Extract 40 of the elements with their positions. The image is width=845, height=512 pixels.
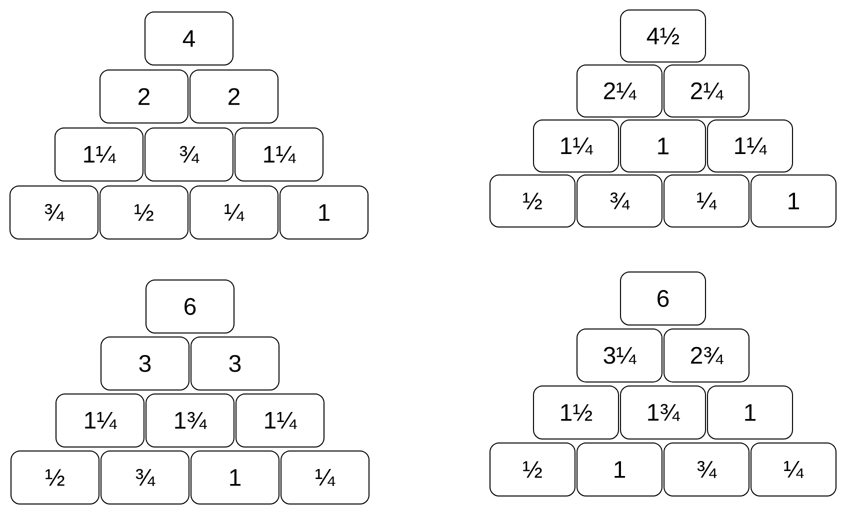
number-box: 6	[146, 280, 234, 334]
number-box: 1¼	[54, 128, 144, 182]
number-box: ½	[490, 174, 576, 228]
number-box: ½	[100, 186, 188, 240]
number-box: 1	[576, 442, 662, 496]
number-box: ¾	[576, 174, 662, 228]
number-box: 1¼	[234, 128, 324, 182]
number-box: 4½	[620, 10, 706, 62]
number-box: 2¼	[664, 64, 750, 118]
number-box: ¾	[10, 186, 98, 240]
number-box: 2	[100, 70, 188, 124]
number-box: 1¼	[533, 120, 619, 172]
number-box: 1	[190, 450, 280, 504]
number-box: 2¾	[664, 328, 750, 382]
number-box: ¼	[190, 186, 278, 240]
number-box: 1	[620, 120, 706, 172]
number-box: 1½	[533, 386, 619, 440]
number-box: ½	[10, 450, 100, 504]
number-box: 3	[190, 336, 280, 390]
number-box: 1¼	[56, 394, 144, 448]
number-box: 3	[100, 336, 190, 390]
number-box: 3¼	[576, 328, 662, 382]
number-box: ¼	[280, 450, 370, 504]
number-box: 4	[144, 12, 234, 66]
number-box: 1¼	[707, 120, 793, 172]
number-box: 1¾	[146, 394, 234, 448]
number-box: ¾	[144, 128, 234, 182]
number-box: 1	[750, 174, 836, 228]
number-box: 1¾	[620, 386, 706, 440]
number-box: 2¼	[576, 64, 662, 118]
number-box: 1	[707, 386, 793, 440]
number-box: 6	[620, 272, 706, 326]
number-box: 1	[280, 186, 368, 240]
number-box: ¾	[100, 450, 190, 504]
number-box: 2	[190, 70, 278, 124]
number-box: 1¼	[236, 394, 324, 448]
number-box: ¼	[750, 442, 836, 496]
number-box: ½	[490, 442, 576, 496]
number-box: ¾	[664, 442, 750, 496]
number-box: ¼	[664, 174, 750, 228]
